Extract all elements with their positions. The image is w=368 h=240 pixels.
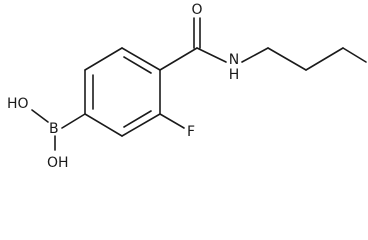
ring-to-carbonyl-bond xyxy=(159,47,198,71)
structure-canvas: O N H F B HO OH xyxy=(7,2,367,171)
ring-bond-1 xyxy=(121,47,161,71)
ring-bond-6 xyxy=(84,47,123,71)
ring-bond-4 xyxy=(84,113,123,137)
hydroxyl-bottom-label: OH xyxy=(47,155,69,171)
c1-to-c2-bond xyxy=(267,47,307,71)
benzene-ring xyxy=(84,47,161,137)
ring-to-boron-bond xyxy=(61,113,86,129)
amide-group xyxy=(159,17,227,71)
c2-to-c3-bond xyxy=(305,47,344,71)
ring-double-bond-bottom xyxy=(123,110,152,128)
hydroxyl-top-label: HO xyxy=(7,96,29,112)
fluorine-label: F xyxy=(187,124,195,140)
nitrogen-to-c1-bond xyxy=(241,47,269,63)
boronic-acid-group xyxy=(31,109,86,151)
c3-to-c4-bond xyxy=(342,47,367,63)
nitrogen-label: N xyxy=(229,52,239,68)
ring-bond-3 xyxy=(121,113,161,137)
ring-double-bond-top xyxy=(123,56,152,74)
ring-to-fluorine-bond xyxy=(159,113,185,129)
oxygen-label: O xyxy=(191,2,202,18)
structure-diagram: O N H F B HO OH xyxy=(7,2,367,171)
carbonyl-to-nitrogen-bond xyxy=(196,47,227,63)
butyl-chain xyxy=(241,47,367,71)
boron-label: B xyxy=(49,121,59,137)
nitrogen-hydrogen-label: H xyxy=(229,67,240,83)
boron-to-hydroxyl-top-bond xyxy=(31,109,49,123)
